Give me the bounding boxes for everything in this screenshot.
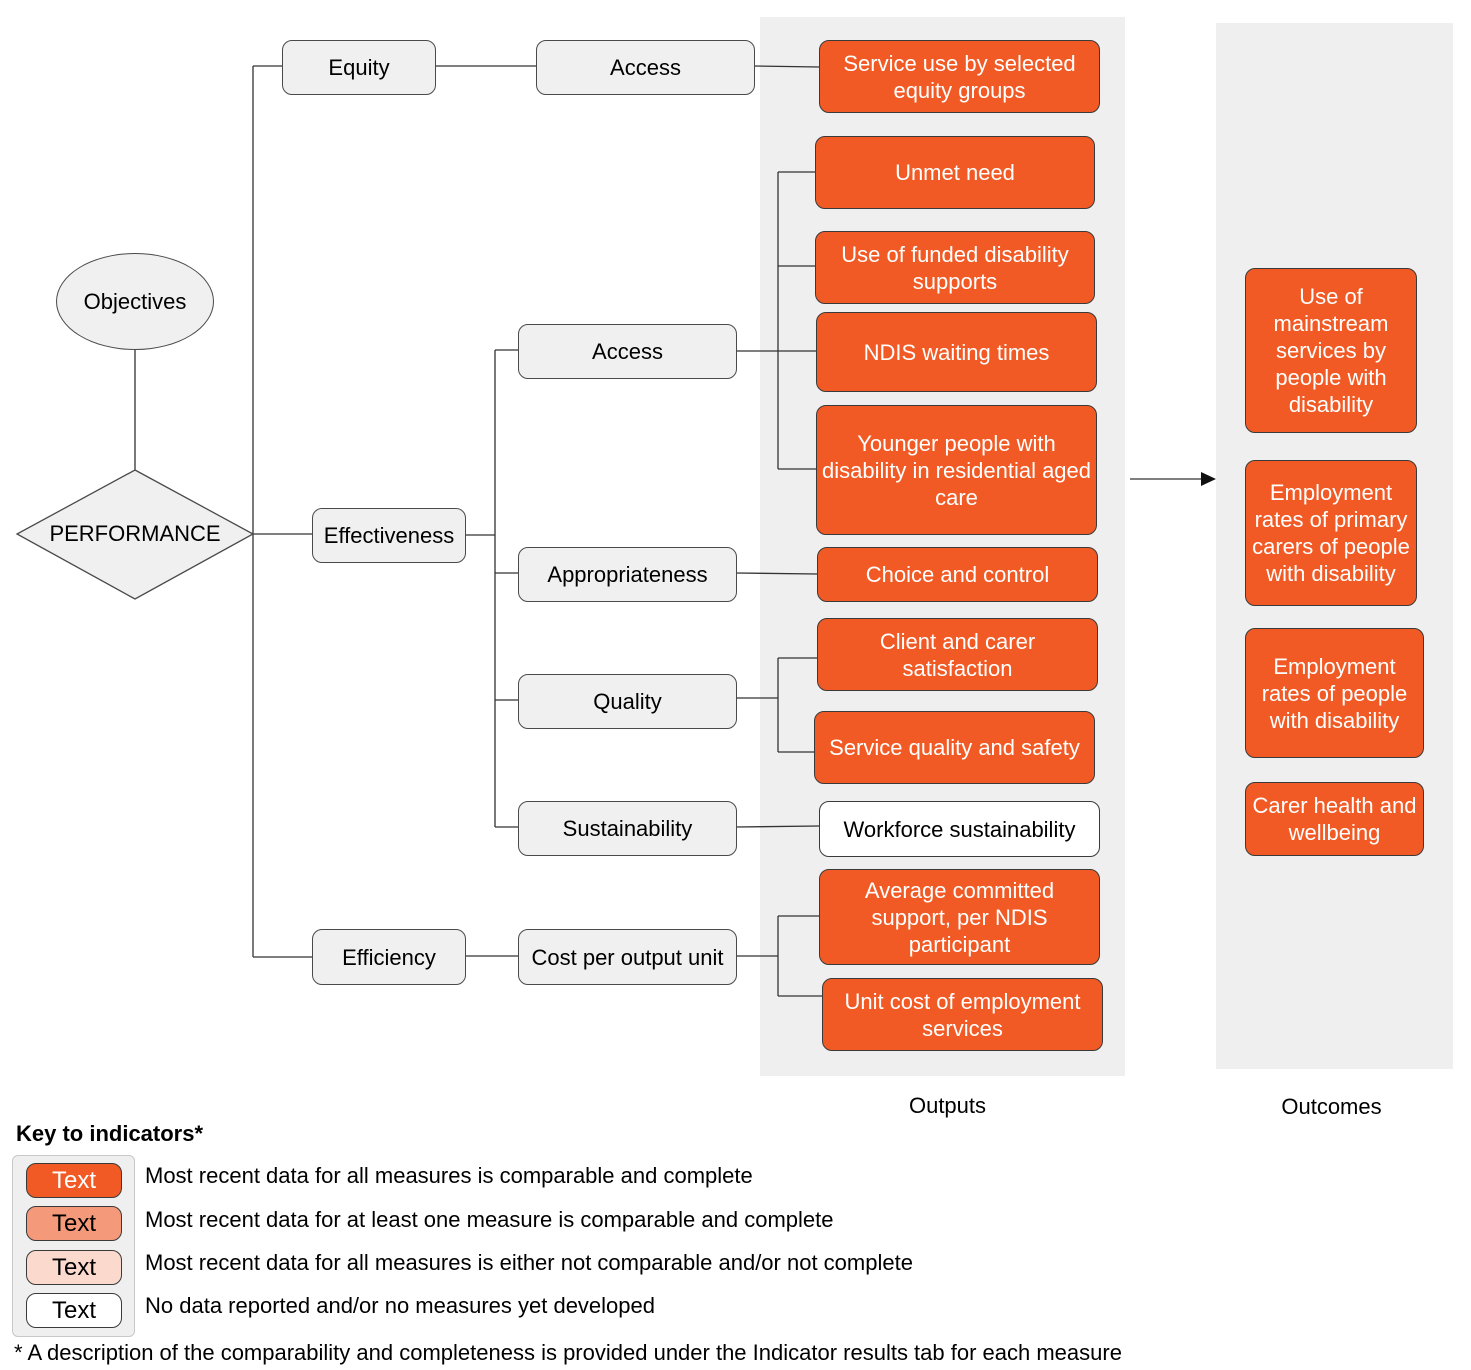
objectives-node: Objectives xyxy=(56,253,214,350)
key-item-complete: Most recent data for all measures is com… xyxy=(145,1163,753,1188)
indicator-client-carer-satisfaction: Client and carer satisfaction xyxy=(817,618,1098,691)
key-swatch-not-complete: Text xyxy=(26,1250,122,1285)
sustainability-node: Sustainability xyxy=(518,801,737,856)
indicator-unit-cost-employment: Unit cost of employment services xyxy=(822,978,1103,1051)
indicator-average-committed-support: Average committed support, per NDIS part… xyxy=(819,869,1100,965)
quality-node: Quality xyxy=(518,674,737,729)
indicator-funded-supports: Use of funded disability supports xyxy=(815,231,1095,304)
indicator-people-employment: Employment rates of people with disabili… xyxy=(1245,628,1424,758)
indicator-service-use: Service use by selected equity groups xyxy=(819,40,1100,113)
access-node: Access xyxy=(518,324,737,379)
indicator-workforce-sustainability: Workforce sustainability xyxy=(819,801,1100,857)
key-item-not-complete: Most recent data for all measures is eit… xyxy=(145,1250,913,1275)
equity-node: Equity xyxy=(282,40,436,95)
appropriateness-node: Appropriateness xyxy=(518,547,737,602)
key-swatch-complete: Text xyxy=(26,1163,122,1198)
efficiency-node: Efficiency xyxy=(312,929,466,985)
indicator-mainstream-services: Use of mainstream services by people wit… xyxy=(1245,268,1417,433)
effectiveness-node: Effectiveness xyxy=(312,508,466,563)
key-footnote: * A description of the comparability and… xyxy=(14,1340,1122,1365)
key-item-no-data: No data reported and/or no measures yet … xyxy=(145,1293,655,1318)
indicator-ndis-waiting-times: NDIS waiting times xyxy=(816,312,1097,392)
outcomes-label: Outcomes xyxy=(1281,1094,1382,1119)
indicator-carers-employment: Employment rates of primary carers of pe… xyxy=(1245,460,1417,606)
key-swatch-no-data: Text xyxy=(26,1293,122,1328)
cost-per-output-node: Cost per output unit xyxy=(518,929,737,985)
indicator-younger-people: Younger people with disability in reside… xyxy=(816,405,1097,535)
key-title: Key to indicators* xyxy=(16,1121,204,1146)
objectives-label: Objectives xyxy=(83,288,187,314)
performance-label: PERFORMANCE xyxy=(49,521,221,546)
equity-access-node: Access xyxy=(536,40,755,95)
indicator-unmet-need: Unmet need xyxy=(815,136,1095,209)
indicator-choice-and-control: Choice and control xyxy=(817,547,1098,602)
key-swatch-partial: Text xyxy=(26,1206,122,1241)
indicator-carer-health: Carer health and wellbeing xyxy=(1245,782,1424,856)
key-item-partial: Most recent data for at least one measur… xyxy=(145,1207,834,1232)
indicator-service-quality-safety: Service quality and safety xyxy=(814,711,1095,784)
outputs-label: Outputs xyxy=(908,1093,987,1118)
